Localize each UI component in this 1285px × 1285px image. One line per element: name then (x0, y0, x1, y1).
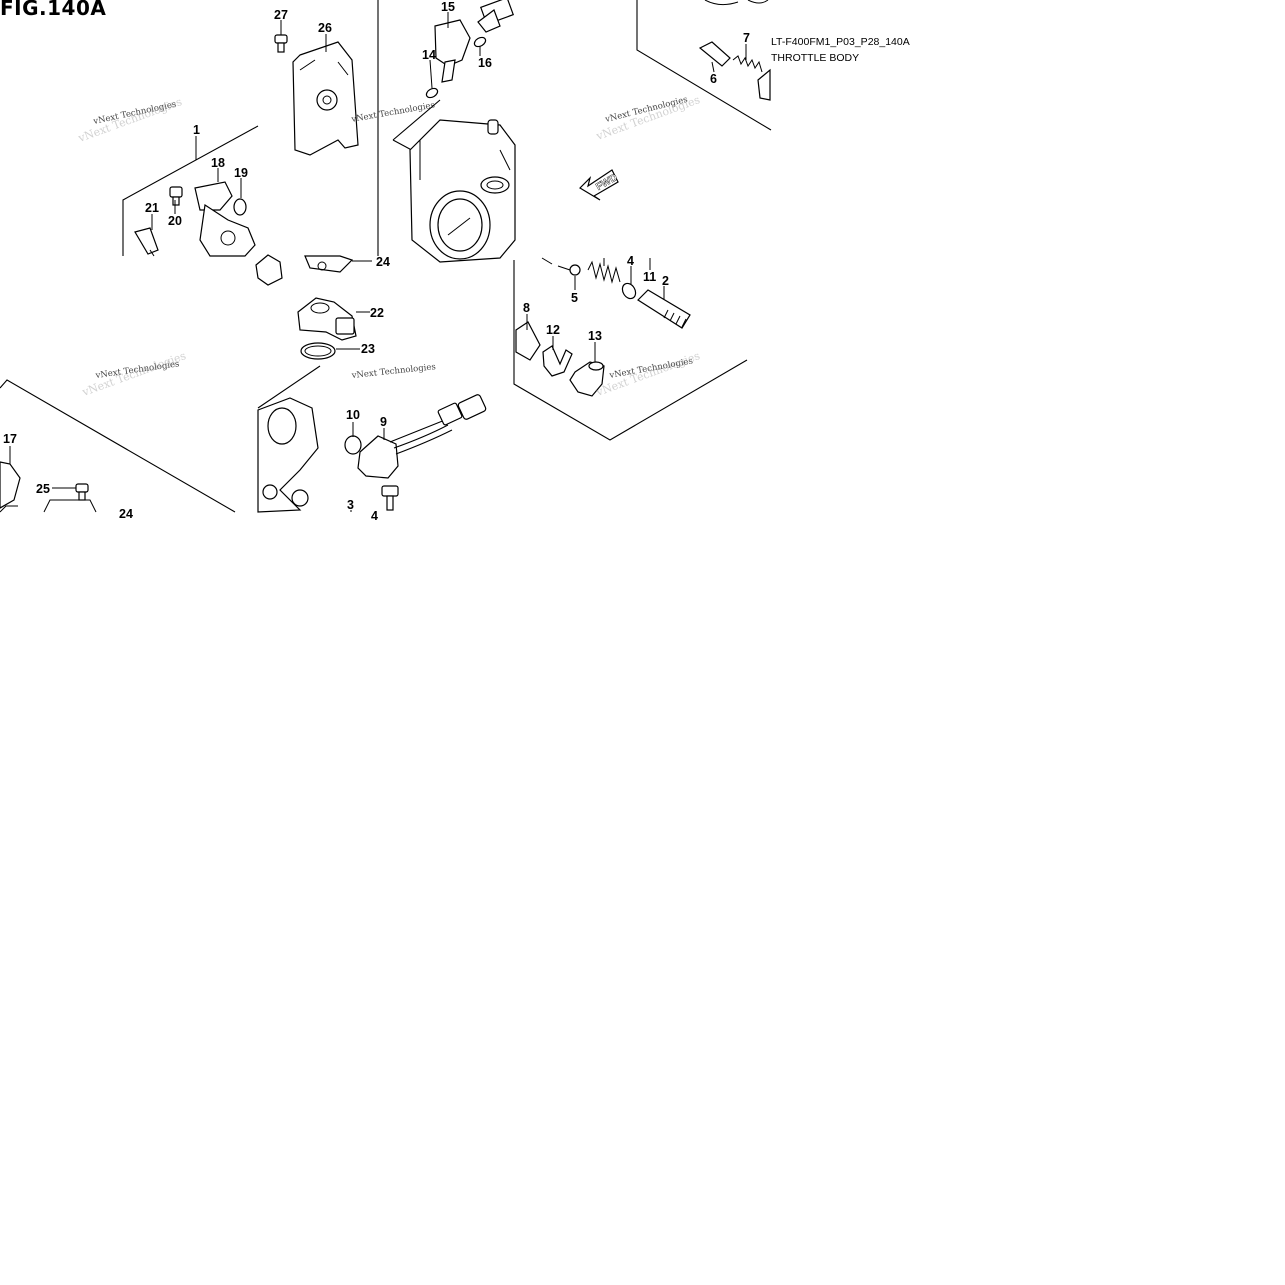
figure-title: FIG.140A (0, 0, 107, 20)
part-label-2: 2 (662, 274, 669, 288)
part-label-7: 7 (743, 31, 750, 45)
part-16-oring (473, 36, 487, 48)
section-title: THROTTLE BODY (771, 52, 860, 64)
top-ring-fragment (704, 0, 769, 6)
part-label-27: 27 (274, 8, 288, 22)
part-26-bracket (292, 41, 359, 156)
part-label-24: 24 (376, 255, 390, 269)
part-12-hose (542, 345, 573, 377)
part-25-screw (75, 483, 89, 501)
part-2-screw (637, 289, 691, 329)
part-label-4b: 4 (371, 509, 378, 523)
part-label-19: 19 (234, 166, 248, 180)
part-17-fragment (0, 461, 21, 509)
part-22-sensor (297, 297, 357, 341)
watermark-shadow-1: vNext Technologies (76, 95, 184, 145)
part-18-sensor (194, 181, 256, 257)
part-5-screw (541, 257, 581, 276)
part-3-bolt (381, 485, 399, 511)
part-4-oring (621, 282, 637, 300)
part-6-needle (698, 41, 731, 67)
part-label-8: 8 (523, 301, 530, 315)
part-label-20: 20 (168, 214, 182, 228)
fwd-label: FWD (594, 172, 619, 193)
part-label-18: 18 (211, 156, 225, 170)
part-label-24b: 24 (119, 507, 133, 521)
part-label-17: 17 (3, 432, 17, 446)
throttle-body-lower (257, 397, 319, 513)
part-label-11: 11 (643, 270, 656, 284)
part-label-15: 15 (441, 0, 455, 14)
part-label-12: 12 (546, 323, 560, 337)
part-19-oring (233, 198, 247, 216)
part-label-16: 16 (478, 56, 492, 70)
part-24-gasket-top (304, 255, 354, 273)
part-label-25: 25 (36, 482, 50, 496)
part-labels: 1 2 3 4 4 5 6 7 8 9 10 11 12 13 14 15 16… (3, 0, 750, 523)
part-label-21: 21 (145, 201, 159, 215)
part-10-oring (344, 435, 362, 455)
part-15-injector (434, 0, 515, 83)
figure-code: LT-F400FM1_P03_P28_140A (771, 36, 910, 48)
part-label-1: 1 (193, 123, 200, 137)
part-20-screw (169, 186, 183, 206)
part-7-spring (732, 55, 771, 101)
part-label-13: 13 (588, 329, 602, 343)
part-23-oring (300, 342, 336, 360)
watermarks: vNext Technologies vNext Technologies vN… (76, 93, 702, 399)
part-13-elbow (569, 361, 605, 397)
part-27-screw (274, 34, 288, 53)
part-label-14: 14 (422, 48, 436, 62)
part-24-gasket-lower (0, 499, 97, 513)
part-label-3: 3 (347, 498, 354, 512)
part-8-fitting (515, 321, 541, 361)
part-label-10: 10 (346, 408, 360, 422)
part-label-23: 23 (361, 342, 375, 356)
part-9-tps (357, 394, 487, 479)
part-label-5: 5 (571, 291, 578, 305)
fwd-arrow-icon: FWD (579, 169, 620, 201)
part-label-9: 9 (380, 415, 387, 429)
watermark-2: vNext Technologies (350, 100, 436, 125)
part-label-6: 6 (710, 72, 717, 86)
part-label-4: 4 (627, 254, 634, 268)
part-label-26: 26 (318, 21, 332, 35)
part-11-spring (587, 260, 621, 284)
part-label-22: 22 (370, 306, 384, 320)
leader-lines (9, 12, 747, 512)
part-21-bulb (134, 227, 159, 257)
throttle-body-main (409, 119, 516, 263)
cap-fragment (255, 254, 283, 286)
watermark-5: vNext Technologies (350, 362, 436, 381)
part-14-oring (425, 87, 439, 99)
